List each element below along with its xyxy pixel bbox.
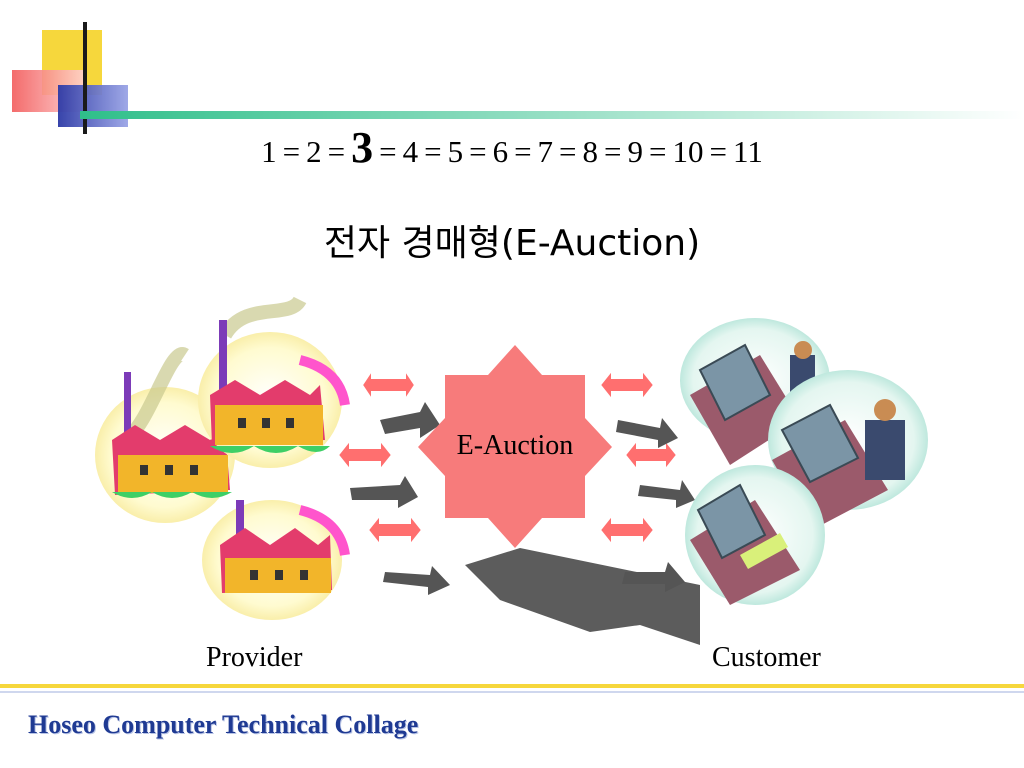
gray-arrow xyxy=(383,566,450,595)
provider-label: Provider xyxy=(206,642,303,673)
nav-separator: = xyxy=(604,134,622,169)
customer-label: Customer xyxy=(712,642,821,673)
e-auction-hub xyxy=(418,345,612,548)
nav-separator: = xyxy=(649,134,667,169)
nav-item-6[interactable]: 6 xyxy=(492,134,509,169)
nav-item-11[interactable]: 11 xyxy=(732,134,763,169)
double-arrow xyxy=(366,512,424,548)
nav-separator: = xyxy=(424,134,442,169)
left-gray-arrows xyxy=(350,402,450,595)
computer-user-icon xyxy=(680,318,830,465)
footer-rule-bottom xyxy=(0,691,1024,693)
gray-arrow xyxy=(616,418,678,448)
double-arrow xyxy=(623,437,679,473)
nav-item-1[interactable]: 1 xyxy=(261,134,277,169)
nav-item-2[interactable]: 2 xyxy=(306,134,322,169)
computer-user-icon xyxy=(685,465,825,605)
double-arrow xyxy=(336,437,394,473)
nav-item-10[interactable]: 10 xyxy=(672,134,704,169)
gray-arrow xyxy=(380,402,440,438)
right-red-arrows xyxy=(598,367,679,548)
double-arrow xyxy=(598,367,656,403)
page-title: 전자 경매형(E-Auction) xyxy=(323,223,701,264)
footer-text: Hoseo Computer Technical Collage xyxy=(28,710,419,739)
hub-label: E-Auction xyxy=(456,430,574,461)
header-decoration xyxy=(12,22,1024,134)
auction-diagram xyxy=(95,295,928,645)
factory-icon xyxy=(95,347,235,523)
nav-separator: = xyxy=(709,134,727,169)
nav-separator: = xyxy=(469,134,487,169)
nav-item-9[interactable]: 9 xyxy=(627,134,644,169)
nav-separator: = xyxy=(559,134,577,169)
nav-separator: = xyxy=(514,134,532,169)
factory-icon xyxy=(202,500,350,620)
deco-vertical-bar xyxy=(83,22,87,134)
flow-shadow-arrow xyxy=(465,548,700,645)
footer-rule-top xyxy=(0,684,1024,688)
slide-navigation: 1=2=3=4=5=6=7=8=9=10=11 xyxy=(0,122,1024,173)
gray-arrow xyxy=(622,562,685,592)
right-gray-arrows xyxy=(616,418,695,592)
nav-separator: = xyxy=(379,134,397,169)
nav-item-3[interactable]: 3 xyxy=(351,123,374,172)
deco-blue-square xyxy=(58,85,128,127)
gray-arrow xyxy=(638,480,695,508)
gray-arrow xyxy=(350,476,418,508)
factory-icon xyxy=(198,295,350,468)
nav-separator: = xyxy=(282,134,301,169)
left-red-arrows xyxy=(336,366,424,548)
nav-separator: = xyxy=(327,134,346,169)
nav-item-8[interactable]: 8 xyxy=(582,134,599,169)
nav-item-4[interactable]: 4 xyxy=(402,134,419,169)
nav-item-7[interactable]: 7 xyxy=(537,134,554,169)
deco-green-rule xyxy=(80,111,1024,119)
double-arrow xyxy=(360,366,417,404)
nav-item-5[interactable]: 5 xyxy=(447,134,464,169)
double-arrow xyxy=(598,512,656,548)
